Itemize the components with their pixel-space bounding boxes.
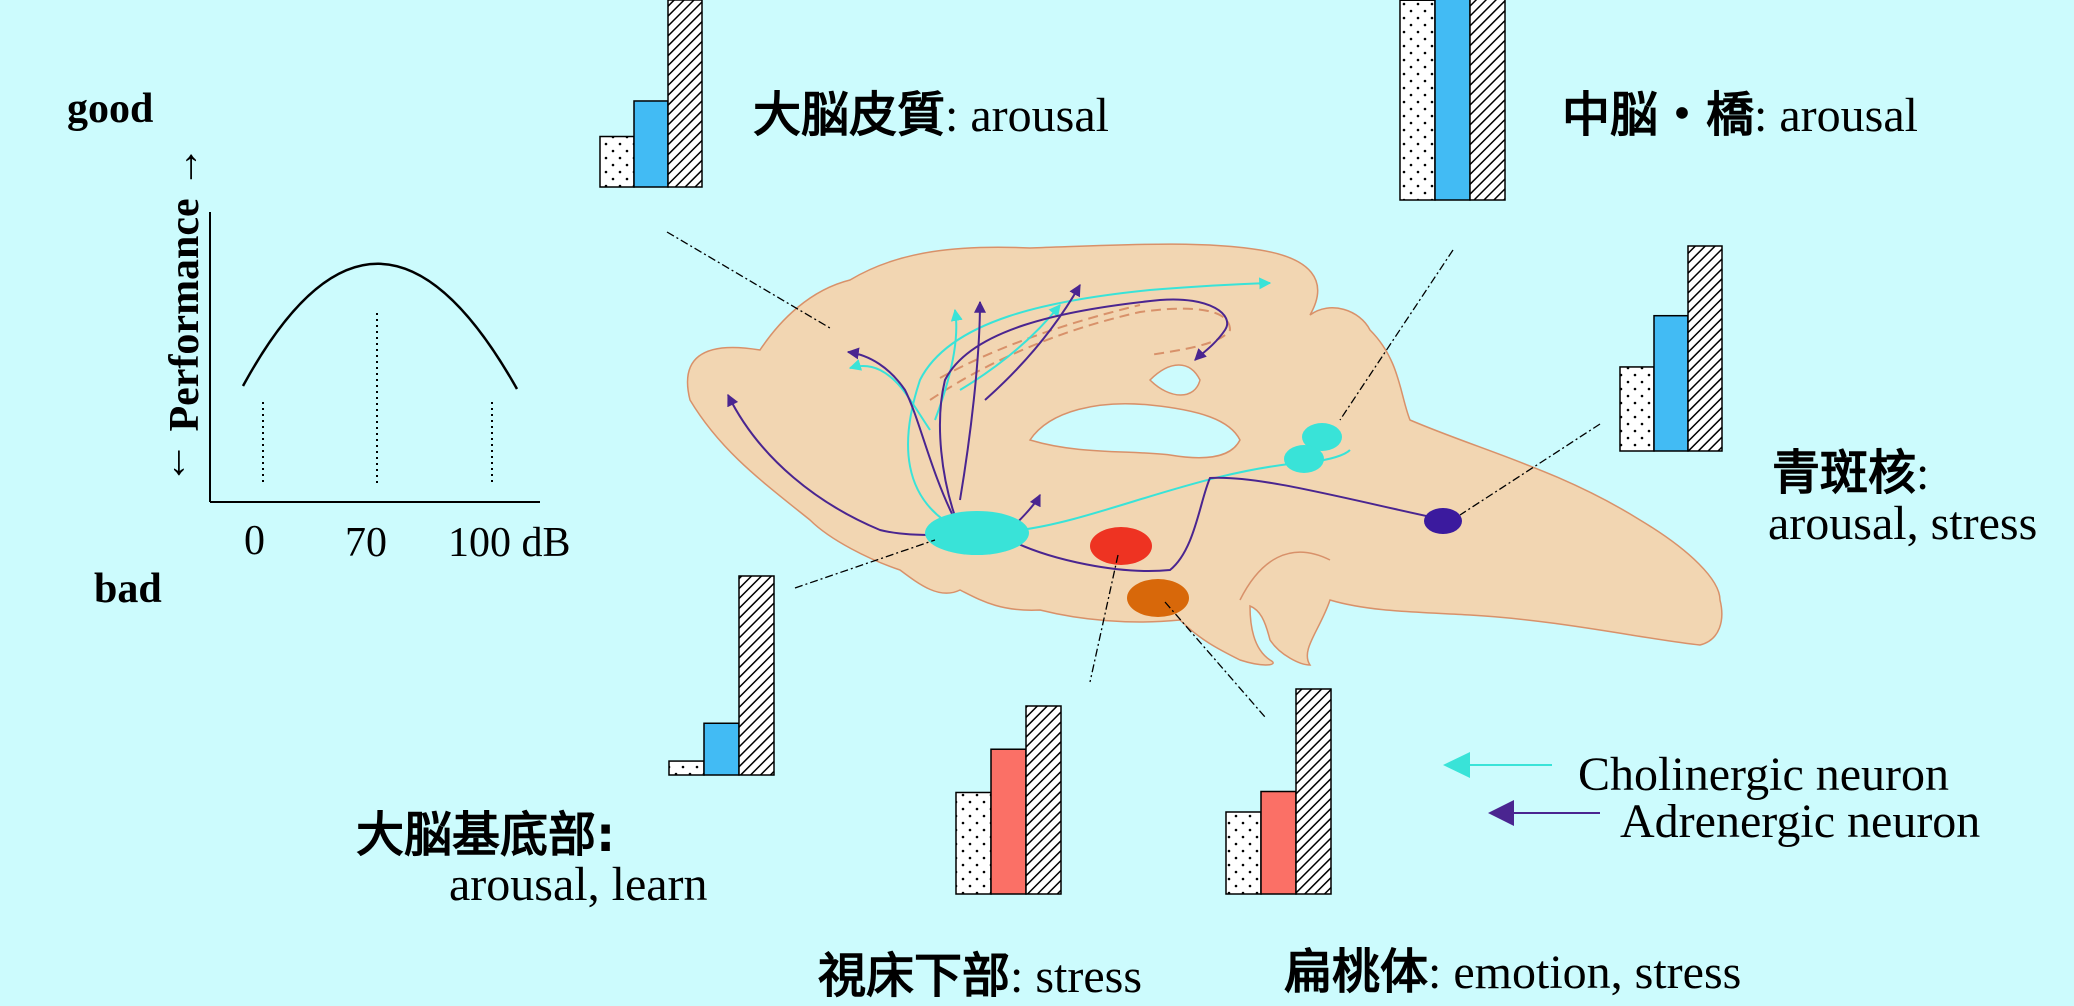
bar-group-locus [1620,246,1722,451]
cortex-desc: : arousal [945,89,1109,142]
label-basal: 大脳基底部: [356,795,615,865]
hypothalamus-nucleus [1090,527,1152,565]
amygdala-desc: : emotion, stress [1428,946,1741,999]
label-midbrain: 中脳・橋: arousal [1562,75,1918,145]
amygdala-bar-max [1296,689,1331,894]
performance-bad-label: bad [94,565,162,613]
midbrain-desc: : arousal [1754,89,1918,142]
bar-group-midbrain [1400,0,1505,200]
amygdala-bar-noise [1261,792,1296,895]
performance-ylabel: Performance [162,198,208,431]
amygdala-bar-control [1226,812,1261,894]
cortex-name: 大脳皮質 [753,87,945,143]
locus-name: 青斑核 [1772,445,1916,501]
brain-illustration [688,244,1722,665]
label-locus-desc2: arousal, stress [1768,496,2037,551]
tick-100-db: 100 dB [448,519,571,567]
legend-adrenergic: Adrenergic neuron [1620,794,1980,849]
hypothalamus-bar-control [956,792,991,894]
midbrain-bar-noise [1435,0,1470,200]
performance-curve [243,264,517,389]
tick-70: 70 [345,519,387,567]
performance-axis-label: → Performance → [161,224,209,484]
amygdala-nucleus [1127,579,1189,617]
label-basal-desc2: arousal, learn [449,857,708,912]
midbrain-nucleus-2 [1284,445,1324,473]
midbrain-bar-control [1400,0,1435,200]
amygdala-name: 扁桃体 [1284,944,1428,1000]
hypothalamus-bar-max [1026,706,1061,894]
adrenergic-arrowhead [1488,800,1514,826]
basal-forebrain-nucleus [925,511,1029,555]
performance-chart [210,212,540,502]
up-arrow: → [162,146,208,188]
basal-bar-max [739,576,774,775]
basal-bar-control [669,761,704,775]
tick-0: 0 [244,517,265,565]
bar-group-basal [669,576,774,775]
midbrain-bar-max [1470,0,1505,200]
basal-bar-noise [704,723,739,775]
locus-bar-max [1688,246,1722,451]
bar-group-amygdala [1226,689,1331,894]
locus-bar-noise [1654,316,1688,451]
locus-coeruleus-nucleus [1424,508,1462,534]
bar-group-cortex [600,0,702,187]
bar-group-hypothalamus [956,706,1061,894]
cortex-bar-max [668,0,702,187]
down-arrow: → [161,442,209,484]
hypothalamus-bar-noise [991,749,1026,894]
locus-desc: : [1916,447,1929,500]
cortex-bar-control [600,137,634,187]
hypothalamus-desc: : stress [1010,950,1142,1003]
midbrain-name: 中脳・橋 [1562,87,1754,143]
hypothalamus-name: 視床下部 [818,948,1010,1004]
legend-arrows [1443,752,1600,826]
label-locus: 青斑核: [1772,433,1929,503]
leader-cortex [667,232,830,328]
locus-bar-control [1620,367,1654,451]
cholinergic-arrowhead [1443,752,1470,778]
label-cortex: 大脳皮質: arousal [753,75,1109,145]
label-amygdala: 扁桃体: emotion, stress [1284,932,1741,1002]
cortex-bar-noise [634,101,668,187]
label-hypothalamus: 視床下部: stress [818,936,1142,1006]
performance-good-label: good [67,85,153,133]
